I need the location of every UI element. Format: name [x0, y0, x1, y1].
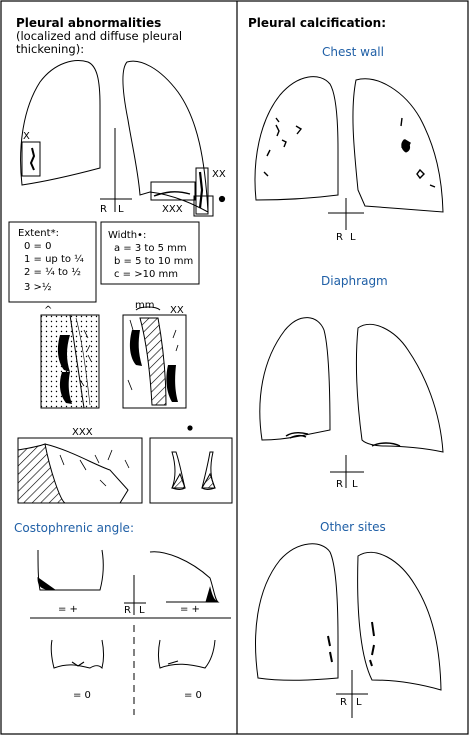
cp-plus-right: = + [180, 604, 200, 615]
right-lungs-diaphragm [259, 317, 444, 488]
marker-x: X [23, 131, 30, 142]
width-line-1: a = 3 to 5 mm [114, 243, 187, 254]
side-r-other: R [340, 697, 347, 708]
right-lungs-other-sites [255, 543, 442, 718]
left-panel-title: Pleural abnormalities [16, 16, 162, 30]
costophrenic-drawings [30, 549, 231, 715]
cp-zero-left: = 0 [73, 690, 91, 701]
detail-box-thickening-1 [40, 314, 100, 409]
width-box-outline [100, 221, 200, 285]
marker-xx: XX [212, 169, 226, 180]
left-panel-subtitle-2: thickening): [16, 42, 85, 56]
side-l-cp: L [139, 605, 145, 616]
right-panel-title: Pleural calcification: [248, 16, 386, 30]
side-r-main: R [100, 204, 107, 215]
width-line-2: b = 5 to 10 mm [114, 256, 194, 267]
cp-plus-left: = + [58, 604, 78, 615]
left-panel-subtitle-1: (localized and diffuse pleural [16, 29, 183, 43]
detail-box-dot [149, 425, 233, 504]
width-line-3: c = >10 mm [114, 269, 178, 280]
detail-caret: ^ [44, 305, 53, 316]
costophrenic-title: Costophrenic angle: [14, 521, 134, 535]
detail-box-xxx [17, 437, 143, 504]
side-r-diaphragm: R [336, 479, 343, 490]
label-chest-wall: Chest wall [322, 45, 384, 59]
label-diaphragm: Diaphragm [321, 274, 388, 288]
detail-box-thickening-2 [122, 306, 187, 409]
extent-line-4: 3 >½ [24, 282, 52, 293]
detail-xxx: XXX [72, 427, 93, 438]
side-l-main: L [118, 204, 124, 215]
side-r-chest: R [336, 232, 343, 243]
extent-heading: Extent*: [18, 228, 59, 239]
label-other-sites: Other sites [320, 520, 386, 534]
extent-line-1: 0 = 0 [24, 241, 52, 252]
side-r-cp: R [124, 605, 131, 616]
side-l-other: L [356, 697, 362, 708]
extent-line-2: 1 = up to ¼ [24, 254, 84, 265]
right-lungs-chest-wall [254, 76, 444, 230]
width-heading: Width•: [108, 230, 147, 241]
extent-box-outline [8, 221, 97, 303]
detail-xx: XX [170, 305, 184, 316]
side-l-chest: L [350, 232, 356, 243]
marker-xxx: XXX [162, 204, 183, 215]
left-lung-pair [20, 60, 226, 217]
detail-mm: mm [135, 300, 155, 311]
extent-line-3: 2 = ¼ to ½ [24, 267, 81, 278]
cp-zero-right: = 0 [184, 690, 202, 701]
side-l-diaphragm: L [352, 479, 358, 490]
